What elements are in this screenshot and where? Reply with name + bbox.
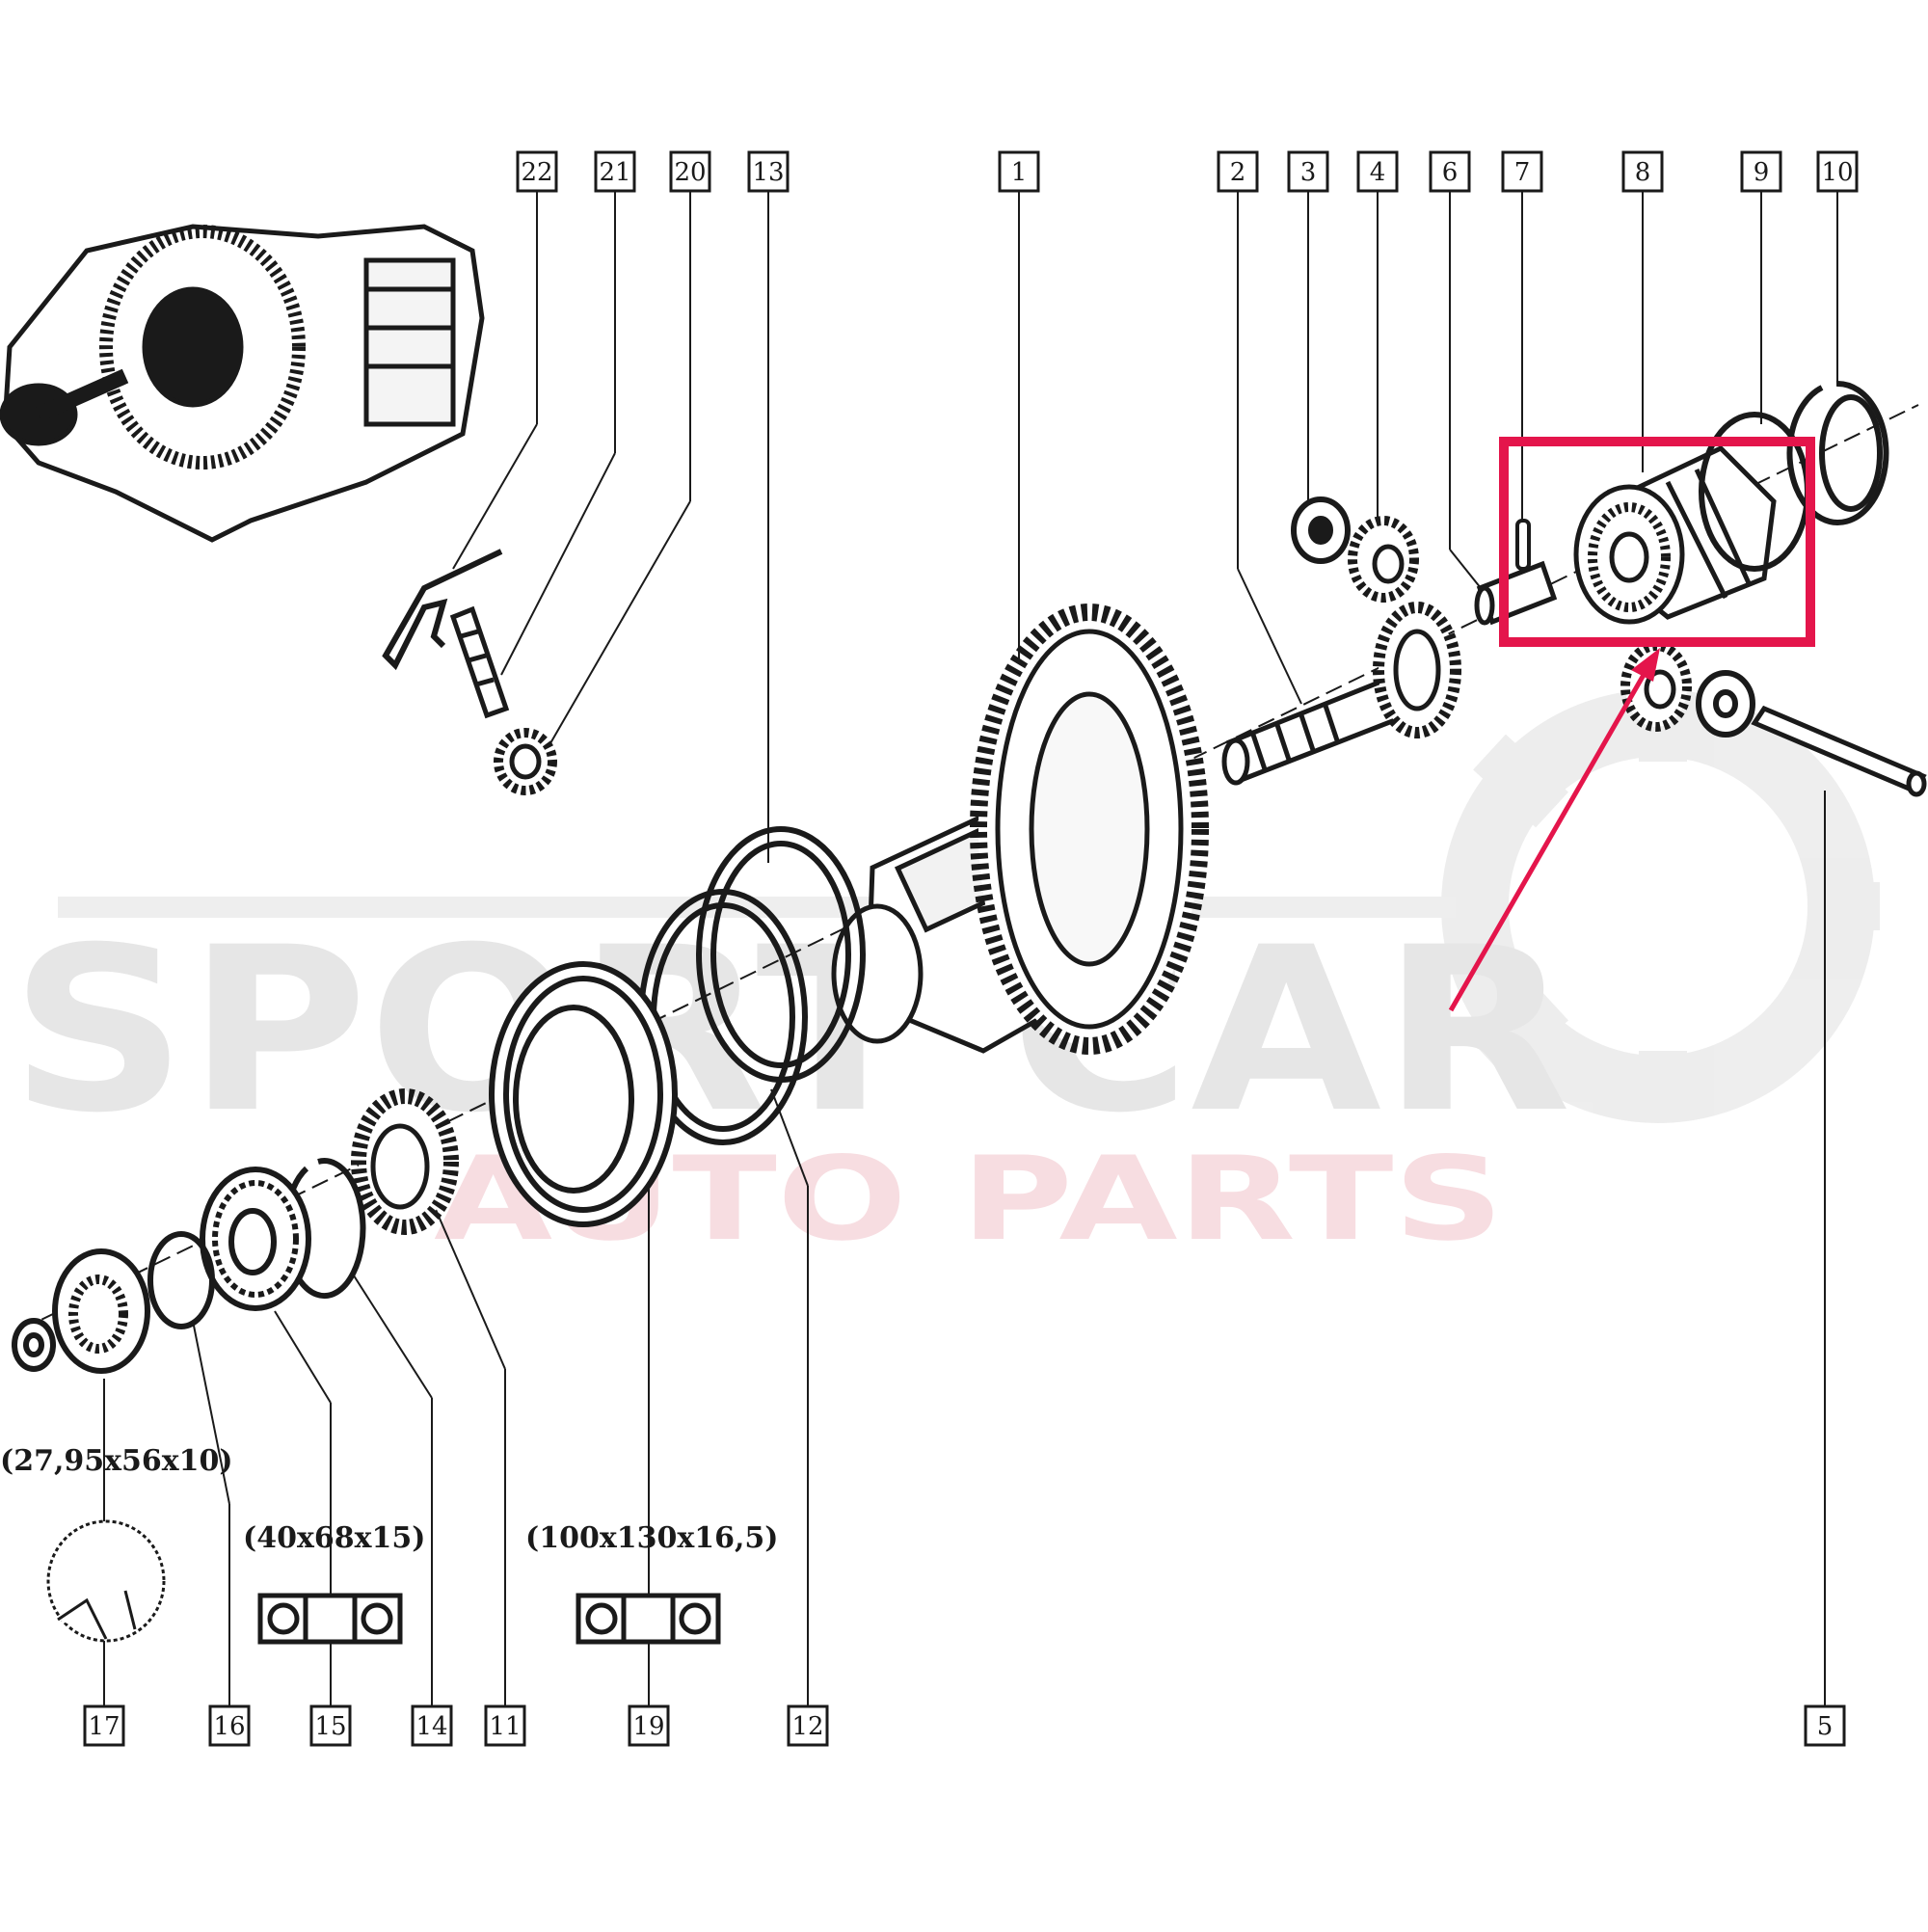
- callout-box-20: [669, 150, 711, 193]
- callout-box-2: [1217, 150, 1259, 193]
- part-17-seal: [52, 1248, 150, 1374]
- callout-box-1: [998, 150, 1040, 193]
- callout-label-19: 19: [632, 1712, 664, 1741]
- part-5-shaft-pin: [1751, 705, 1927, 797]
- part-11-sleeve-gear: [351, 1088, 459, 1235]
- callout-box-4: [1356, 150, 1399, 193]
- callout-label-2: 2: [1230, 158, 1246, 187]
- callout-box-8: [1621, 150, 1664, 193]
- callout-label-12: 12: [791, 1712, 823, 1741]
- highlight-annotation: [1448, 437, 1815, 1012]
- part-10-circlip: [1786, 380, 1889, 525]
- part-21-pin: [449, 605, 510, 719]
- callout-label-10: 10: [1821, 158, 1853, 187]
- highlight-box: [1499, 437, 1815, 647]
- part-2-output-shaft: [1221, 602, 1461, 786]
- part-1-differential-crown: [831, 604, 1209, 1055]
- callout-label-9: 9: [1754, 158, 1770, 187]
- part-22-lock-clip: [382, 549, 503, 671]
- callout-box-11: [484, 1704, 526, 1747]
- callout-box-5: [1804, 1704, 1846, 1747]
- dimension-bearing-19: (100x130x16,5): [525, 1521, 778, 1555]
- bearing-19-symbol: [576, 1593, 721, 1645]
- callout-label-1: 1: [1011, 158, 1028, 187]
- callout-box-16: [208, 1704, 251, 1747]
- part-15-bearing: [200, 1167, 311, 1311]
- callout-label-3: 3: [1300, 158, 1317, 187]
- highlight-arrow-head: [1631, 648, 1660, 682]
- dimension-bearing-15: (40x68x15): [243, 1521, 425, 1555]
- leader-lines: [103, 191, 1838, 1706]
- part-3-washer: [1291, 496, 1351, 564]
- part-small-nut: [12, 1318, 56, 1372]
- part-6-spacer: [1474, 560, 1558, 626]
- callout-box-10: [1816, 150, 1859, 193]
- callout-label-22: 22: [521, 158, 552, 187]
- callout-label-13: 13: [752, 158, 784, 187]
- callout-box-7: [1501, 150, 1543, 193]
- callout-box-13: [747, 150, 790, 193]
- bearing-15-symbol: [257, 1593, 403, 1645]
- callout-label-16: 16: [213, 1712, 245, 1741]
- gearbox-housing: [0, 224, 485, 543]
- part-16-circlip: [147, 1231, 215, 1329]
- part-washer-2: [1696, 670, 1755, 738]
- callout-label-17: 17: [88, 1712, 120, 1741]
- highlight-arrow-shaft: [1448, 673, 1647, 1012]
- callout-box-15: [309, 1704, 352, 1747]
- callout-label-20: 20: [674, 158, 706, 187]
- callout-box-14: [411, 1704, 453, 1747]
- callout-label-4: 4: [1370, 158, 1386, 187]
- callout-label-14: 14: [415, 1712, 447, 1741]
- callout-label-21: 21: [599, 158, 630, 187]
- callout-label-7: 7: [1514, 158, 1531, 187]
- callout-box-3: [1287, 150, 1329, 193]
- part-19-oil-seal: [489, 961, 678, 1227]
- callout-box-9: [1740, 150, 1782, 193]
- callout-box-17: [83, 1704, 125, 1747]
- callout-box-12: [787, 1704, 829, 1747]
- callout-box-21: [594, 150, 636, 193]
- seal-sketch: [46, 1519, 166, 1643]
- callout-box-19: [628, 1704, 670, 1747]
- part-4-planet-gear: [1348, 516, 1419, 603]
- callout-label-15: 15: [314, 1712, 346, 1741]
- dimension-seal-small: (27,95x56x10): [0, 1444, 233, 1478]
- callout-label-11: 11: [489, 1712, 521, 1741]
- callout-box-22: [516, 150, 558, 193]
- part-20-pinion: [494, 728, 557, 795]
- callout-label-8: 8: [1635, 158, 1651, 187]
- callout-label-5: 5: [1817, 1712, 1834, 1741]
- part-satellite-gear: [1620, 641, 1692, 732]
- part-7-pin: [1515, 519, 1531, 571]
- callout-label-6: 6: [1442, 158, 1459, 187]
- part-8-planet-carrier: [1573, 444, 1777, 625]
- callout-box-6: [1429, 150, 1471, 193]
